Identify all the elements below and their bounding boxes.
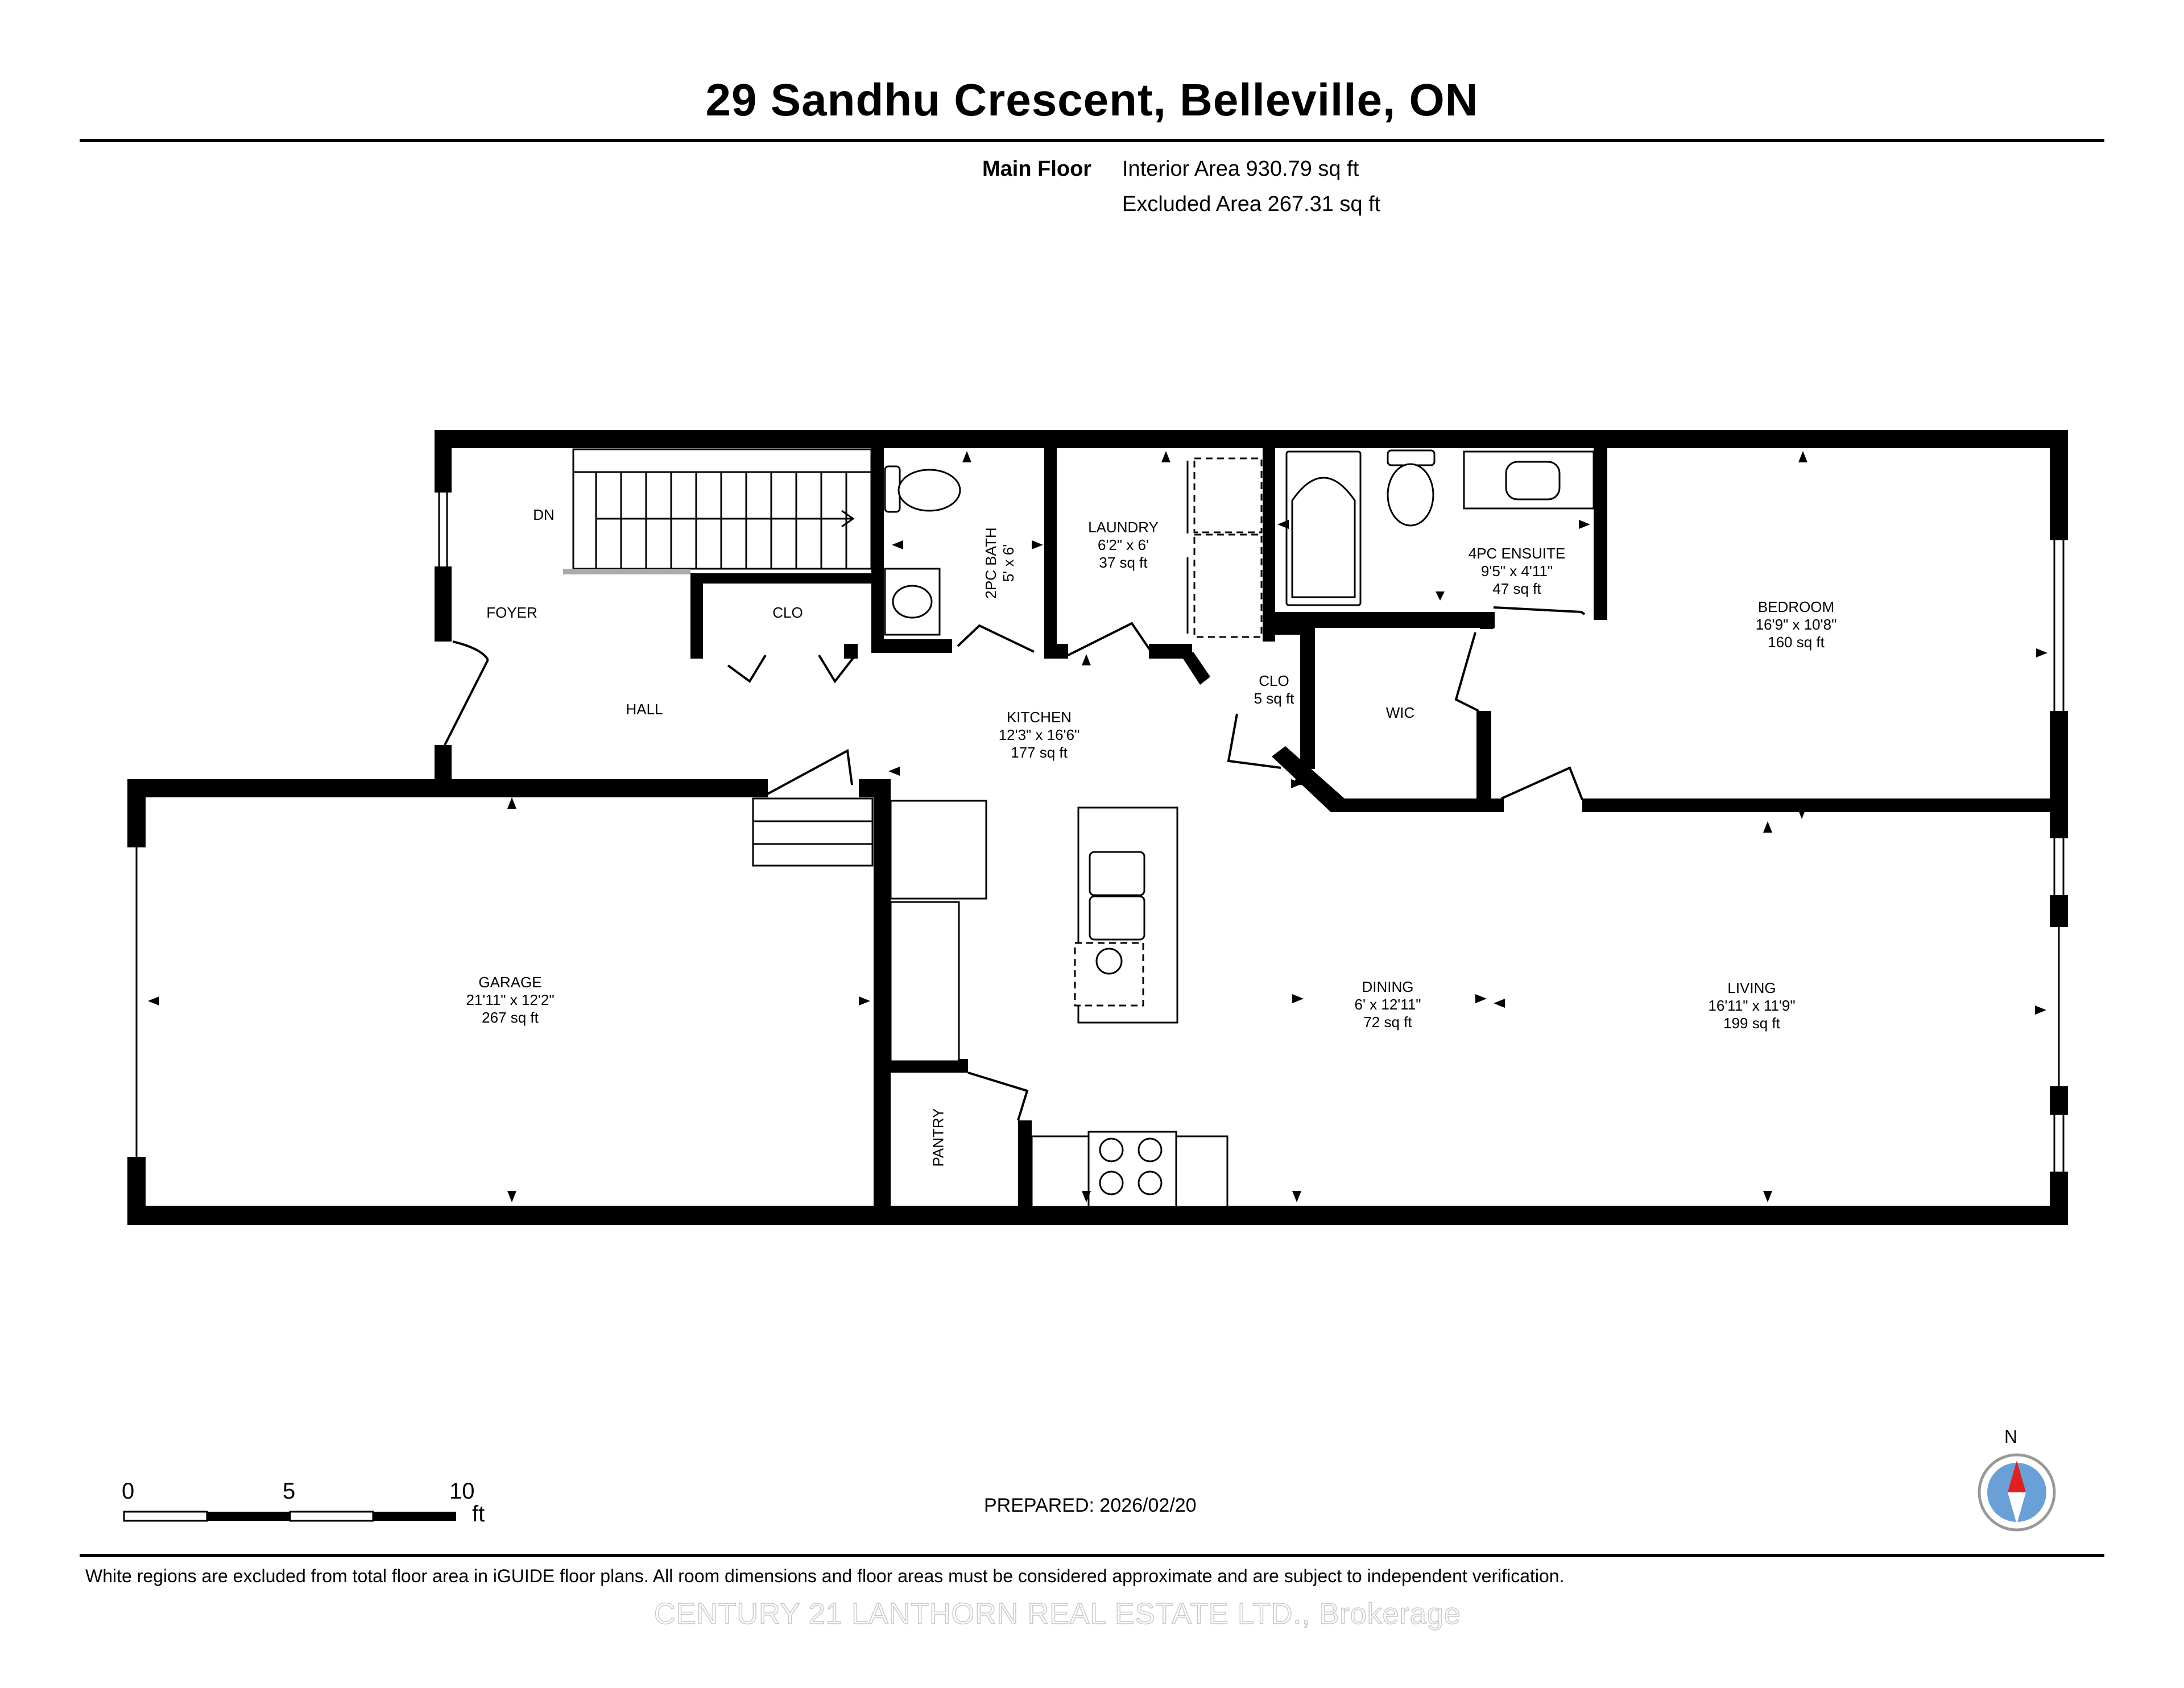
ensuite-area: 47 sq ft [1492, 580, 1541, 597]
garage-dims: 21'11" x 12'2" [466, 991, 555, 1008]
scale-unit: ft [472, 1501, 485, 1526]
bedroom-area: 160 sq ft [1768, 634, 1825, 651]
label-closet: CLO [772, 604, 803, 621]
clo2-name: CLO [1259, 672, 1289, 689]
label-bedroom: BEDROOM 16'9" x 10'8" 160 sq ft [1756, 598, 1837, 651]
garage-name: GARAGE [478, 974, 542, 991]
label-hall: HALL [626, 701, 663, 718]
dining-area: 72 sq ft [1363, 1013, 1412, 1031]
scale-label-10: 10 [449, 1479, 475, 1504]
label-pantry: PANTRY [929, 1108, 947, 1167]
fixtures [884, 449, 1595, 1208]
bedroom-name: BEDROOM [1757, 598, 1835, 615]
label-4pc-ensuite: 4PC ENSUITE 9'5" x 4'11" 47 sq ft [1469, 545, 1566, 598]
staircase [563, 448, 874, 867]
label-closet-2: CLO 5 sq ft [1254, 672, 1294, 708]
laundry-area: 37 sq ft [1099, 554, 1148, 571]
plan-title: 29 Sandhu Crescent, Belleville, ON [705, 75, 1479, 125]
floor-label: Main Floor [982, 157, 1092, 181]
bath2-name: 2PC BATH [982, 527, 999, 599]
living-area: 199 sq ft [1723, 1015, 1780, 1032]
living-name: LIVING [1727, 979, 1776, 996]
brokerage-watermark: CENTURY 21 LANTHORN REAL ESTATE LTD., Br… [653, 1597, 1461, 1631]
kitchen-name: KITCHEN [1006, 709, 1072, 726]
garage-area: 267 sq ft [482, 1009, 539, 1026]
label-dining: DINING 6' x 12'11" 72 sq ft [1355, 978, 1421, 1031]
label-garage: GARAGE 21'11" x 12'2" 267 sq ft [466, 974, 554, 1027]
laundry-name: LAUNDRY [1088, 519, 1159, 536]
label-living: LIVING 16'11" x 11'9" 199 sq ft [1708, 979, 1795, 1032]
label-kitchen: KITCHEN 12'3" x 16'6" 177 sq ft [999, 709, 1080, 762]
kitchen-dims: 12'3" x 16'6" [998, 726, 1080, 743]
interior-area: Interior Area 930.79 sq ft [1122, 157, 1359, 181]
dining-name: DINING [1362, 978, 1414, 995]
label-2pc-bath: 2PC BATH 5' x 6' [982, 506, 1017, 620]
doors [444, 606, 1586, 1121]
bath2-dims: 5' x 6' [1000, 544, 1017, 582]
living-dims: 16'11" x 11'9" [1708, 997, 1796, 1014]
excluded-area: Excluded Area 267.31 sq ft [1122, 192, 1381, 216]
disclaimer-text: White regions are excluded from total fl… [85, 1566, 1565, 1586]
windows [135, 493, 2068, 1172]
label-laundry: LAUNDRY 6'2" x 6' 37 sq ft [1088, 519, 1159, 572]
compass-icon [1978, 1453, 2056, 1532]
label-foyer: FOYER [486, 604, 537, 621]
laundry-dims: 6'2" x 6' [1098, 536, 1149, 553]
header-rule [80, 139, 2104, 142]
prepared-date: PREPARED: 2026/02/20 [984, 1495, 1197, 1516]
ensuite-dims: 9'5" x 4'11" [1480, 562, 1553, 580]
compass-north-label: N [2004, 1426, 2018, 1447]
scale-label-0: 0 [122, 1479, 135, 1504]
ensuite-name: 4PC ENSUITE [1468, 545, 1566, 562]
scale-bar [123, 1511, 456, 1522]
scale-label-5: 5 [283, 1479, 296, 1504]
bedroom-dims: 16'9" x 10'8" [1755, 616, 1837, 633]
kitchen-area: 177 sq ft [1011, 744, 1068, 761]
dining-dims: 6' x 12'11" [1354, 996, 1421, 1013]
label-dn: DN [533, 506, 555, 523]
dimension-arrows [148, 451, 2048, 1202]
footer-rule [80, 1554, 2104, 1557]
clo2-area: 5 sq ft [1254, 690, 1294, 707]
label-wic: WIC [1385, 704, 1415, 721]
